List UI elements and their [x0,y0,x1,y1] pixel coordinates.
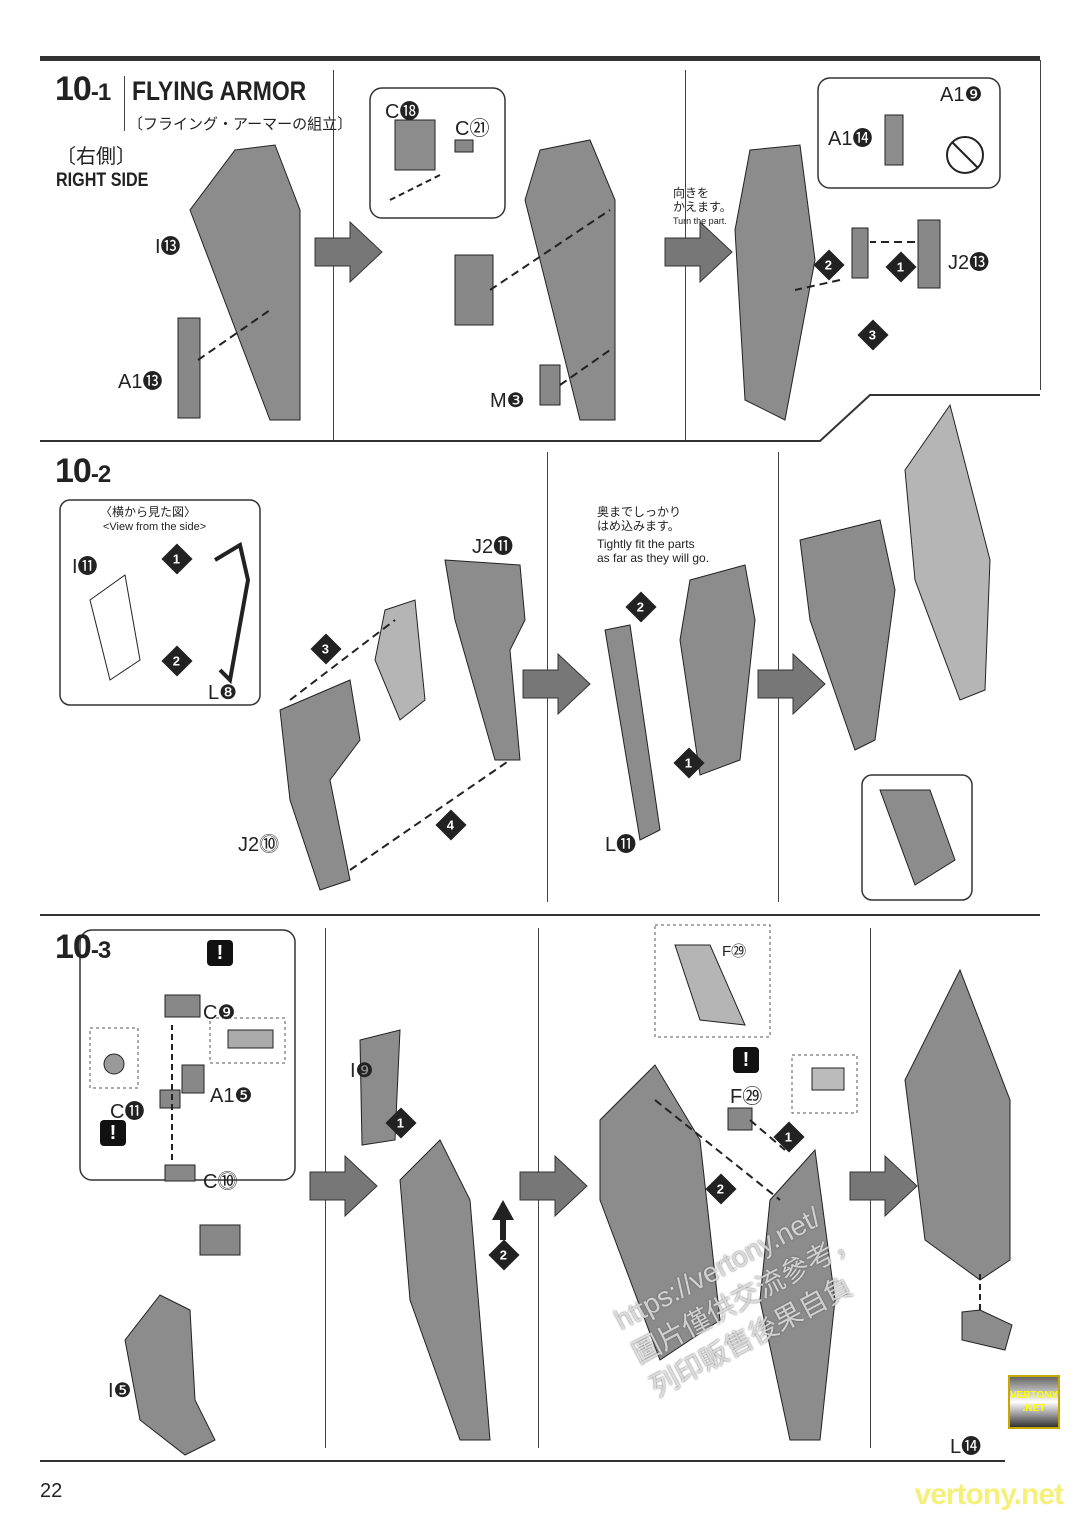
armor-part [524,139,616,421]
armor-part [539,364,561,406]
next-step-arrow [309,220,918,1218]
part-label: C⓲ [385,101,420,123]
armor-part [734,144,816,421]
part-label: C㉑ [455,118,490,140]
armor-part [904,968,1011,1281]
armor-part [851,227,869,279]
armor-part [177,317,201,419]
part-label: J2⓫ [472,536,514,558]
turn-note: Turn the part. [673,216,727,226]
part-label: J2⓭ [948,252,990,274]
armor-part [454,254,494,326]
watermark-footer: vertony.net [914,1478,1064,1511]
warning-icon: ! [733,1047,759,1073]
part-label: C⓾ [203,1171,238,1193]
step-number-10-2: 10-2 [55,452,111,490]
divider [1040,60,1041,390]
dashed-arrow [489,209,611,291]
watermark-badge: VERTONY .NET [1008,1375,1060,1429]
bottom-rule [40,1460,1005,1462]
part-label: F㉙ [722,943,747,960]
armor-part [124,1294,216,1456]
armor-part [359,1029,401,1146]
step-number-10-3: 10-3 [55,928,111,966]
dashed-arrow [794,279,841,291]
armor-part [917,219,941,289]
part-label: I❾ [350,1060,374,1082]
part-label: I⓫ [72,556,98,578]
title-divider [124,76,125,131]
fit-note-jp: 奥までしっかり はめ込みます。 [597,505,682,533]
armor-part [599,1064,721,1361]
side-view-title: <View from the side> [103,521,207,533]
part-label: A1⓮ [828,128,873,150]
part-label: J2⓾ [238,834,280,856]
fit-note: Tightly fit the parts as far as they wil… [597,537,710,565]
armor-part [904,403,991,701]
side-label: RIGHT SIDE [56,170,149,191]
part-label: L⓫ [605,834,637,856]
part-label: L⓮ [950,1436,982,1458]
part-label: L❽ [208,682,238,704]
part-label: A1⓭ [118,371,163,393]
part-label: C⓫ [110,1101,145,1123]
section-rule [40,394,1040,442]
armor-part [189,144,301,421]
top-rule [40,56,1040,61]
step-number-10-1: 10-1 [55,70,111,108]
armor-part [399,1139,491,1441]
side-label-jp: 〔右側〕 [56,146,136,168]
part-label: F㉙ [730,1086,763,1108]
section-title: FLYING ARMOR [132,76,307,106]
section-title-jp: 〔フライング・アーマーの組立〕 [128,116,353,133]
part-label: C❾ [203,1002,236,1024]
part-label: A1❾ [940,84,983,106]
page-number: 22 [40,1480,63,1502]
turn-note-jp: 向きを かえます。 [673,186,732,214]
armor-part [444,559,526,761]
warning-icon: ! [207,940,233,966]
armor-part [374,599,426,721]
dashed-arrow [559,349,611,386]
armor-part [604,624,661,841]
armor-part [679,564,756,776]
section-rule [40,914,1040,916]
armor-part [279,679,361,891]
part-label: I⓭ [155,236,181,258]
armor-part [759,1148,836,1441]
dashed-arrow [197,309,271,361]
warning-icon: ! [100,1120,126,1146]
armor-part [799,519,896,751]
side-view-title-jp: 〈横から見た図〉 [100,505,197,519]
part-label: M❸ [490,390,525,412]
armor-part [961,1309,1013,1351]
part-label: I❺ [108,1380,132,1402]
part-label: A1❺ [210,1085,253,1107]
